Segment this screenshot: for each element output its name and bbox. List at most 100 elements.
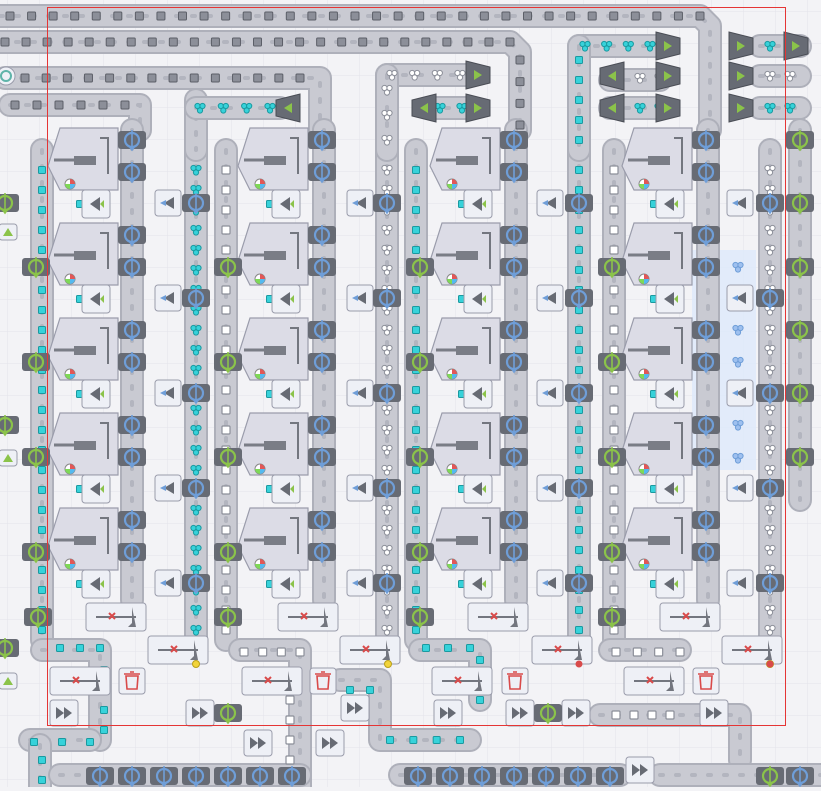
stacker-building[interactable]: [655, 284, 685, 314]
belt-connector[interactable]: [150, 766, 178, 788]
tunnel-building[interactable]: [433, 699, 463, 727]
side-input[interactable]: [154, 379, 182, 407]
stacker-building[interactable]: [463, 284, 493, 314]
belt-connector[interactable]: [500, 162, 528, 184]
belt-connector[interactable]: [182, 383, 210, 405]
belt-connector[interactable]: [118, 130, 146, 152]
filter-building[interactable]: [85, 602, 147, 632]
trash-building[interactable]: [692, 667, 720, 695]
belt-connector[interactable]: [0, 638, 19, 660]
tunnel-building[interactable]: [625, 756, 655, 784]
tunnel-building[interactable]: [243, 729, 273, 757]
belt-connector[interactable]: [692, 542, 720, 564]
belt-connector[interactable]: [565, 478, 593, 500]
filter-building[interactable]: [49, 666, 111, 696]
belt-connector[interactable]: [692, 510, 720, 532]
belt-connector[interactable]: [118, 766, 146, 788]
side-input[interactable]: [154, 189, 182, 217]
belt-connector[interactable]: [404, 766, 432, 788]
belt-connector[interactable]: [22, 447, 50, 469]
extractor-building[interactable]: [728, 93, 754, 123]
side-input[interactable]: [536, 189, 564, 217]
painter-building[interactable]: [429, 222, 501, 286]
belt-connector[interactable]: [756, 193, 784, 215]
extractor-building[interactable]: [599, 93, 625, 123]
stacker-building[interactable]: [81, 379, 111, 409]
side-input[interactable]: [536, 569, 564, 597]
wire-node[interactable]: [192, 660, 200, 668]
stacker-building[interactable]: [271, 284, 301, 314]
wire-node-red[interactable]: [575, 660, 583, 668]
belt-connector[interactable]: [468, 766, 496, 788]
filter-building[interactable]: [721, 635, 783, 665]
belt-connector[interactable]: [598, 257, 626, 279]
belt-connector[interactable]: [0, 415, 19, 437]
belt-connector[interactable]: [692, 225, 720, 247]
painter-building[interactable]: [429, 412, 501, 476]
green-marker[interactable]: [0, 672, 18, 690]
extractor-building[interactable]: [411, 93, 437, 123]
belt-connector[interactable]: [0, 193, 19, 215]
belt-connector[interactable]: [500, 510, 528, 532]
stacker-building[interactable]: [463, 569, 493, 599]
belt-connector[interactable]: [308, 447, 336, 469]
filter-building[interactable]: [277, 602, 339, 632]
belt-connector[interactable]: [373, 383, 401, 405]
belt-connector[interactable]: [692, 257, 720, 279]
stacker-building[interactable]: [81, 284, 111, 314]
belt-connector[interactable]: [692, 130, 720, 152]
belt-connector[interactable]: [598, 352, 626, 374]
belt-connector[interactable]: [118, 352, 146, 374]
wire-node[interactable]: [384, 660, 392, 668]
painter-building[interactable]: [237, 507, 309, 571]
painter-building[interactable]: [47, 317, 119, 381]
belt-connector[interactable]: [756, 478, 784, 500]
stacker-building[interactable]: [655, 379, 685, 409]
belt-connector[interactable]: [278, 766, 306, 788]
belt-connector[interactable]: [500, 542, 528, 564]
side-input[interactable]: [536, 284, 564, 312]
extractor-building[interactable]: [465, 60, 491, 90]
painter-building[interactable]: [621, 412, 693, 476]
stacker-building[interactable]: [463, 189, 493, 219]
stacker-building[interactable]: [463, 379, 493, 409]
stacker-building[interactable]: [271, 569, 301, 599]
belt-connector[interactable]: [214, 766, 242, 788]
belt-connector[interactable]: [500, 766, 528, 788]
belt-connector[interactable]: [500, 130, 528, 152]
painter-building[interactable]: [237, 222, 309, 286]
side-input[interactable]: [346, 569, 374, 597]
belt-connector[interactable]: [756, 288, 784, 310]
hub-node[interactable]: [0, 66, 16, 86]
belt-connector[interactable]: [373, 288, 401, 310]
belt-connector[interactable]: [692, 162, 720, 184]
belt-connector[interactable]: [214, 352, 242, 374]
belt-connector[interactable]: [500, 257, 528, 279]
belt-connector[interactable]: [182, 478, 210, 500]
belt-connector[interactable]: [565, 288, 593, 310]
side-input[interactable]: [346, 474, 374, 502]
filter-building[interactable]: [431, 666, 493, 696]
belt-connector[interactable]: [406, 447, 434, 469]
side-input[interactable]: [726, 189, 754, 217]
painter-building[interactable]: [429, 127, 501, 191]
filter-building[interactable]: [241, 666, 303, 696]
painter-building[interactable]: [47, 222, 119, 286]
side-input[interactable]: [536, 379, 564, 407]
extractor-building[interactable]: [728, 31, 754, 61]
belt-connector[interactable]: [786, 130, 814, 152]
belt-connector[interactable]: [532, 766, 560, 788]
belt-connector[interactable]: [786, 320, 814, 342]
painter-building[interactable]: [237, 127, 309, 191]
belt-connector[interactable]: [534, 703, 562, 725]
side-input[interactable]: [346, 379, 374, 407]
belt-connector[interactable]: [756, 573, 784, 595]
belt-connector[interactable]: [308, 162, 336, 184]
belt-connector[interactable]: [500, 415, 528, 437]
belt-connector[interactable]: [118, 225, 146, 247]
belt-connector[interactable]: [118, 510, 146, 532]
belt-connector[interactable]: [565, 383, 593, 405]
tunnel-building[interactable]: [505, 699, 535, 727]
painter-building[interactable]: [47, 127, 119, 191]
painter-building[interactable]: [429, 317, 501, 381]
